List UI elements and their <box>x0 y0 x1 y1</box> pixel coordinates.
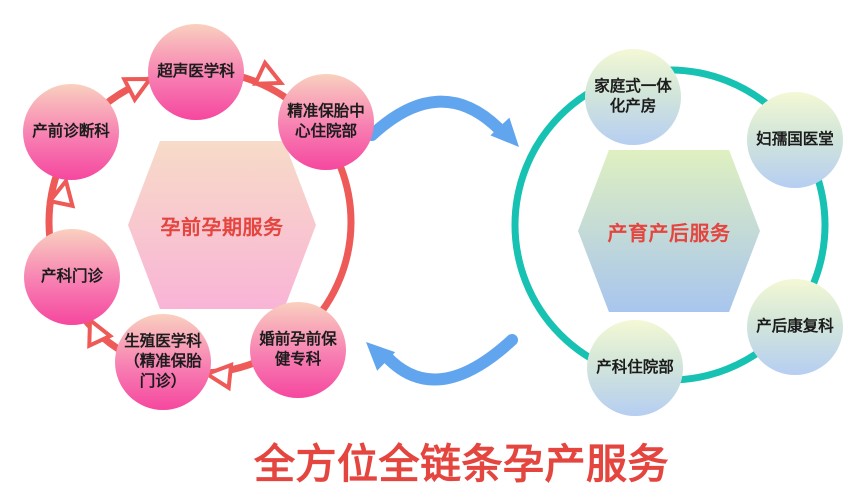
node-label: 产科住院部 <box>596 359 674 377</box>
node-postpartum-rehabilitation: 产后康复科 <box>747 279 843 375</box>
left-cycle-title: 孕前孕期服务 <box>160 216 284 239</box>
node-prenatal-diagnosis: 产前诊断科 <box>23 84 119 180</box>
node-label: 产科门诊 <box>40 268 103 286</box>
page-title: 全方位全链条孕产服务 <box>254 441 669 487</box>
arrowhead-to-ultrasound-icon <box>121 76 154 104</box>
arrow-right-to-left <box>366 334 518 386</box>
right-cycle-title: 产育产后服务 <box>607 222 731 245</box>
node-premarital-preconception-care: 婚前孕前保健专科 <box>250 302 346 398</box>
arrow-left-to-right <box>366 95 519 147</box>
node-family-delivery-room: 家庭式一体化产房 <box>585 49 681 145</box>
node-label: 产后康复科 <box>756 318 834 336</box>
node-label: 妇孺国医堂 <box>756 131 834 149</box>
arrowhead-to-obstetrics-outpatient-icon <box>87 315 114 349</box>
left-cycle-hexagon: 孕前孕期服务 <box>128 141 316 309</box>
node-label: 产前诊断科 <box>32 123 110 141</box>
node-obstetrics-inpatient: 产科住院部 <box>587 320 683 416</box>
node-label: 家庭式一体化产房 <box>594 78 672 115</box>
node-women-children-tcm-hall: 妇孺国医堂 <box>747 92 843 188</box>
node-obstetrics-outpatient: 产科门诊 <box>24 229 120 325</box>
arrow-right-to-left-head-icon <box>366 342 396 371</box>
node-fetal-care-inpatient: 精准保胎中心住院部 <box>278 74 374 170</box>
arrow-left-to-right-shaft <box>366 95 504 141</box>
node-label: 超声医学科 <box>157 63 235 81</box>
arrowhead-to-reproductive-medicine-icon <box>202 361 234 392</box>
arrow-right-to-left-shaft <box>380 334 518 386</box>
node-label: 婚前孕前保健专科 <box>259 331 337 368</box>
node-reproductive-medicine: 生殖医学科（精准保胎门诊） <box>115 314 211 410</box>
arrowhead-to-prenatal-diagnosis-icon <box>46 176 76 209</box>
node-label: 生殖医学科（精准保胎门诊） <box>124 333 202 390</box>
arrowhead-to-fetal-care-inpatient-icon <box>252 59 286 86</box>
arrow-left-to-right-head-icon <box>490 117 519 147</box>
node-ultrasound-medicine: 超声医学科 <box>148 24 244 120</box>
node-label: 精准保胎中心住院部 <box>287 103 365 140</box>
right-cycle-hexagon: 产育产后服务 <box>578 150 760 312</box>
